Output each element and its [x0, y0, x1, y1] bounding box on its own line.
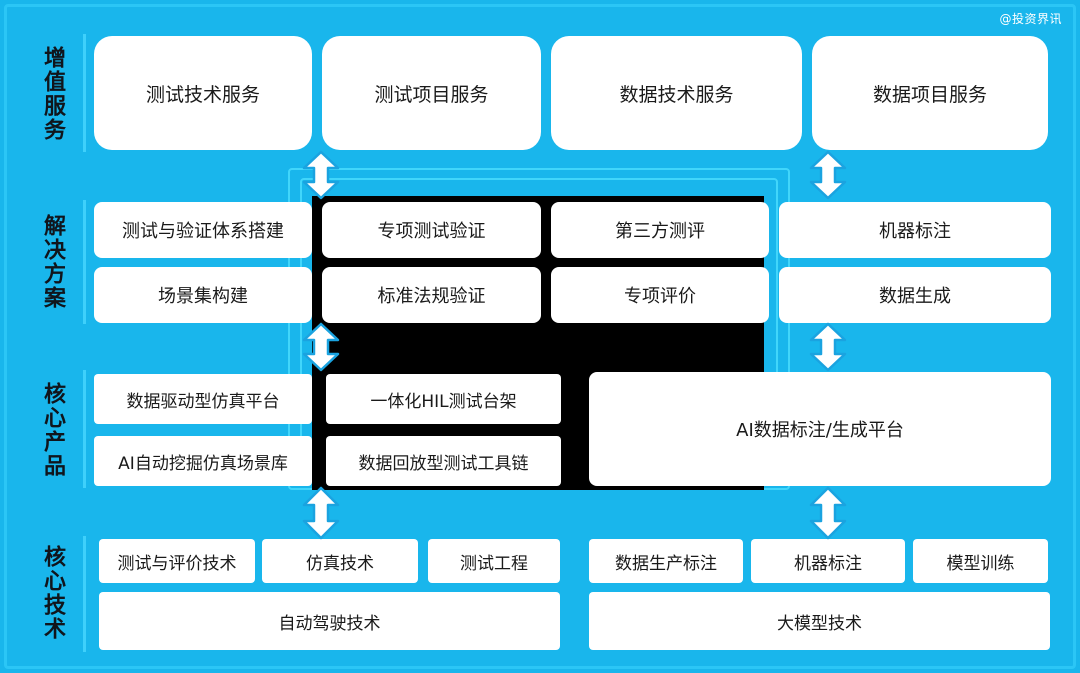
tier-label-core-tech: 核心技术 — [40, 545, 65, 641]
tech-box: 数据生产标注 — [589, 539, 743, 583]
tech-box: 机器标注 — [751, 539, 905, 583]
watermark: @投资界讯 — [999, 12, 1062, 26]
service-box: 数据技术服务 — [551, 36, 802, 150]
double-arrow-icon — [302, 486, 340, 540]
product-box-platform: AI数据标注/生成平台 — [589, 372, 1051, 486]
product-box: 数据回放型测试工具链 — [326, 436, 561, 486]
solution-box: 专项测试验证 — [322, 202, 541, 258]
tier-divider — [83, 536, 86, 652]
solution-box: 第三方测评 — [551, 202, 769, 258]
double-arrow-icon — [302, 150, 340, 200]
tech-box: 测试与评价技术 — [99, 539, 255, 583]
product-box: 一体化HIL测试台架 — [326, 374, 561, 424]
solution-box: 机器标注 — [779, 202, 1051, 258]
tech-box: 测试工程 — [428, 539, 560, 583]
service-box: 数据项目服务 — [812, 36, 1048, 150]
double-arrow-icon — [809, 322, 847, 372]
tier-divider — [83, 370, 86, 488]
double-arrow-icon — [809, 150, 847, 200]
product-box: 数据驱动型仿真平台 — [94, 374, 312, 424]
solution-box: 标准法规验证 — [322, 267, 541, 323]
solution-box: 场景集构建 — [94, 267, 312, 323]
tech-box: 仿真技术 — [262, 539, 418, 583]
double-arrow-icon — [809, 486, 847, 540]
tech-box-wide: 自动驾驶技术 — [99, 592, 560, 650]
outer-frame — [4, 4, 1076, 669]
tier-divider — [83, 34, 86, 152]
tech-box-wide: 大模型技术 — [589, 592, 1050, 650]
solution-box: 测试与验证体系搭建 — [94, 202, 312, 258]
tier-label-solutions: 解决方案 — [40, 214, 65, 310]
product-box: AI自动挖掘仿真场景库 — [94, 436, 312, 486]
service-box: 测试项目服务 — [322, 36, 541, 150]
tier-label-value-services: 增值服务 — [40, 46, 65, 142]
solution-box: 数据生成 — [779, 267, 1051, 323]
tier-divider — [83, 200, 86, 324]
double-arrow-icon — [302, 322, 340, 372]
solution-box: 专项评价 — [551, 267, 769, 323]
tier-label-core-products: 核心产品 — [40, 382, 65, 478]
tech-box: 模型训练 — [913, 539, 1048, 583]
service-box: 测试技术服务 — [94, 36, 312, 150]
